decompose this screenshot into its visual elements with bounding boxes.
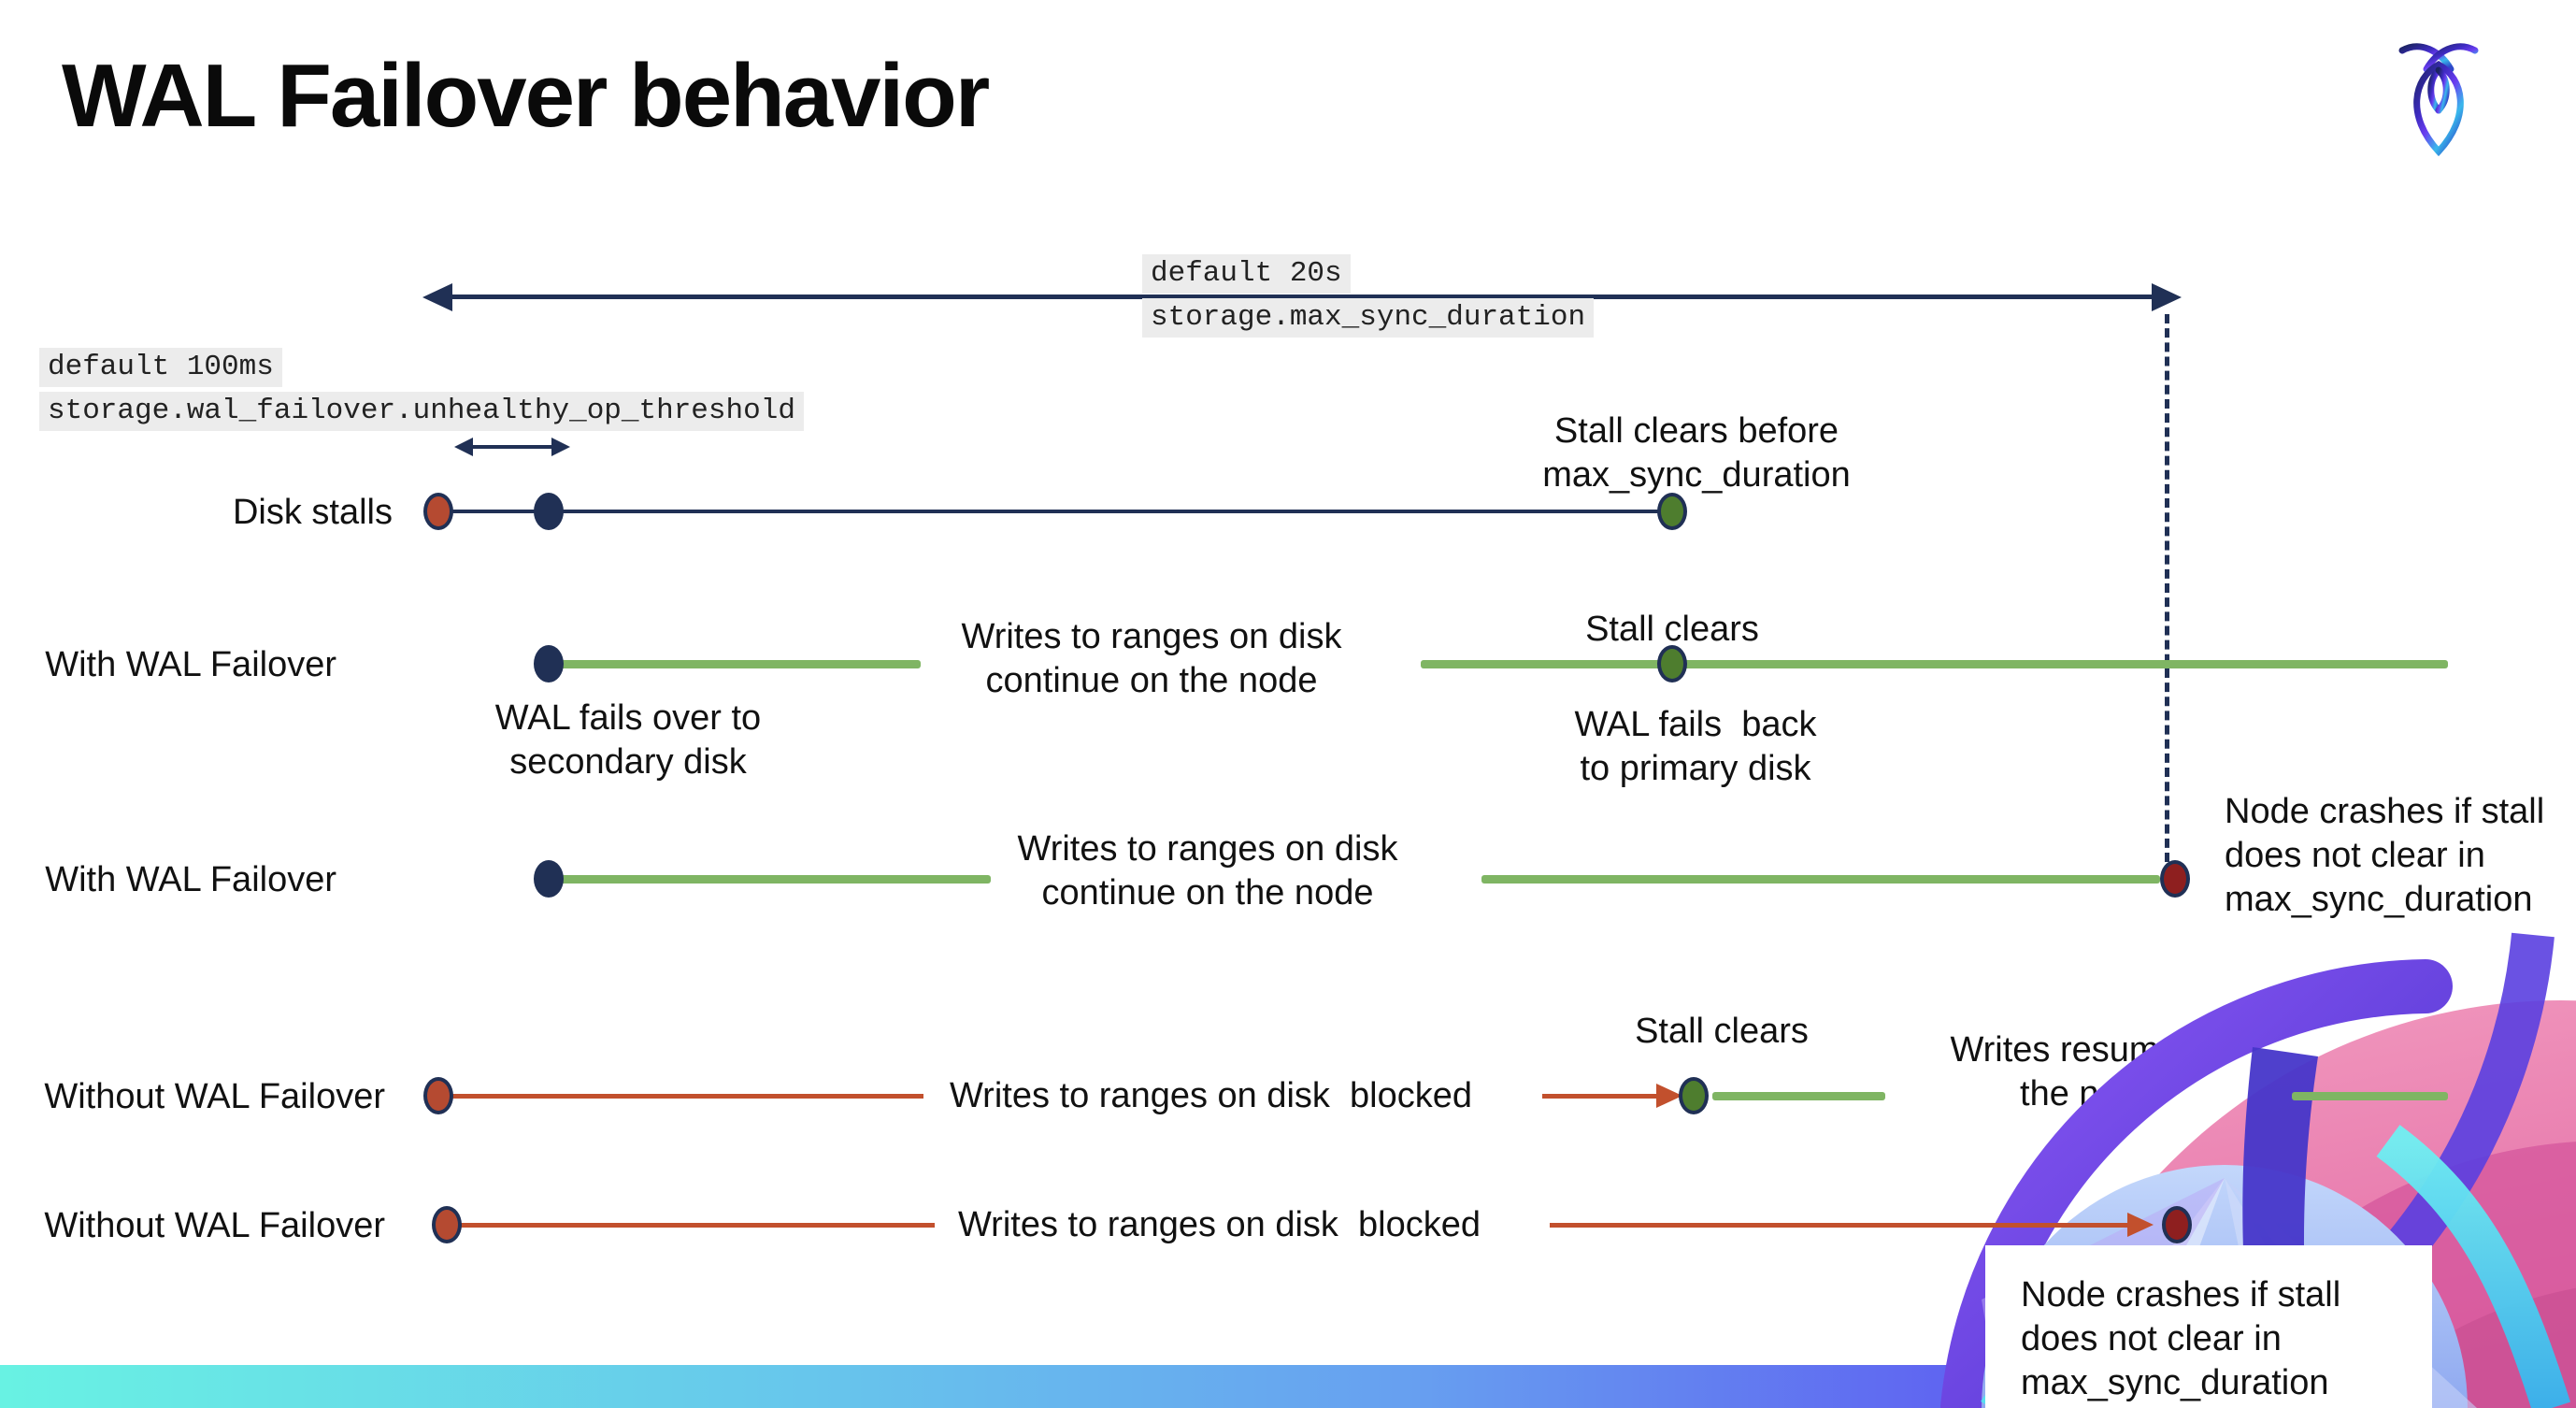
event-dot-threshold (534, 493, 564, 530)
setting-name: storage.max_sync_duration (1142, 298, 1595, 338)
red-arrowhead-icon (2127, 1213, 2154, 1237)
threshold-span-arrow (467, 445, 553, 449)
setting-default-value: default 20s (1142, 254, 1351, 294)
setting-name: storage.wal_failover.unhealthy_op_thresh… (39, 392, 804, 431)
event-dot-disk-stall-start (432, 1206, 462, 1243)
arrowhead-left-icon (454, 438, 473, 456)
note-wal-fails-over: WAL fails over to secondary disk (494, 698, 762, 782)
event-dot-node-crash (2160, 860, 2190, 898)
row-label-without-wal-failover-2: Without WAL Failover (44, 1206, 385, 1245)
note-stall-clears: Stall clears (1585, 610, 1759, 649)
red-arrowhead-icon (1656, 1084, 1682, 1108)
note-writes-blocked: Writes to ranges on disk blocked (950, 1076, 1473, 1115)
row-label-with-wal-failover-2: With WAL Failover (45, 860, 336, 899)
setting-tag-max-sync-duration: default 20s storage.max_sync_duration (1142, 254, 1595, 342)
timeline-line-writes-continue (561, 660, 921, 668)
timeline-line-disk-stall (438, 510, 1672, 513)
note-writes-blocked: Writes to ranges on disk blocked (958, 1205, 1481, 1244)
timeline-line-writes-resume (1712, 1092, 1885, 1100)
timeline-line-writes-blocked (1542, 1094, 1659, 1099)
note-wal-fails-back: WAL fails back to primary disk (1574, 705, 1817, 788)
timeline-line-writes-continue (1421, 660, 2448, 668)
timeline-line-writes-continue (1481, 875, 2160, 884)
event-dot-stall-clears (1657, 493, 1687, 530)
event-dot-node-crash (2162, 1206, 2192, 1243)
row-label-disk-stalls: Disk stalls (232, 493, 393, 532)
dashed-connector (2165, 314, 2169, 862)
page-title: WAL Failover behavior (62, 46, 990, 146)
arrowhead-right-icon (2152, 283, 2182, 311)
note-writes-continue: Writes to ranges on disk continue on the… (961, 617, 1342, 700)
timeline-line-writes-blocked (460, 1223, 935, 1228)
note-node-crashes: Node crashes if stall does not clear in … (2021, 1275, 2341, 1402)
max-sync-duration-arrow (439, 295, 2167, 299)
timeline-line-writes-blocked (451, 1094, 923, 1099)
timeline-line-writes-continue (561, 875, 991, 884)
row-label-with-wal-failover-1: With WAL Failover (45, 645, 336, 684)
timeline-line-writes-blocked (1550, 1223, 2129, 1228)
event-dot-failover (534, 860, 564, 898)
event-dot-disk-stall-start (423, 493, 453, 530)
timeline-line-writes-resume (2292, 1092, 2448, 1100)
note-stall-clears: Stall clears (1635, 1012, 1809, 1051)
event-dot-failover (534, 645, 564, 682)
event-dot-stall-clears (1679, 1077, 1709, 1114)
row-label-without-wal-failover-1: Without WAL Failover (44, 1077, 385, 1116)
note-node-crashes: Node crashes if stall does not clear in … (2225, 792, 2545, 919)
note-stall-clears-before: Stall clears before max_sync_duration (1542, 411, 1851, 495)
node-crash-callout-box: Node crashes if stall does not clear in … (1985, 1245, 2432, 1408)
cockroachdb-logo-icon (2398, 43, 2479, 157)
arrowhead-right-icon (551, 438, 570, 456)
setting-tag-unhealthy-op-threshold: default 100ms storage.wal_failover.unhea… (39, 348, 804, 436)
note-writes-continue: Writes to ranges on disk continue on the… (1017, 829, 1398, 912)
arrowhead-left-icon (422, 283, 452, 311)
setting-default-value: default 100ms (39, 348, 282, 387)
event-dot-stall-clears (1657, 645, 1687, 682)
event-dot-disk-stall-start (423, 1077, 453, 1114)
